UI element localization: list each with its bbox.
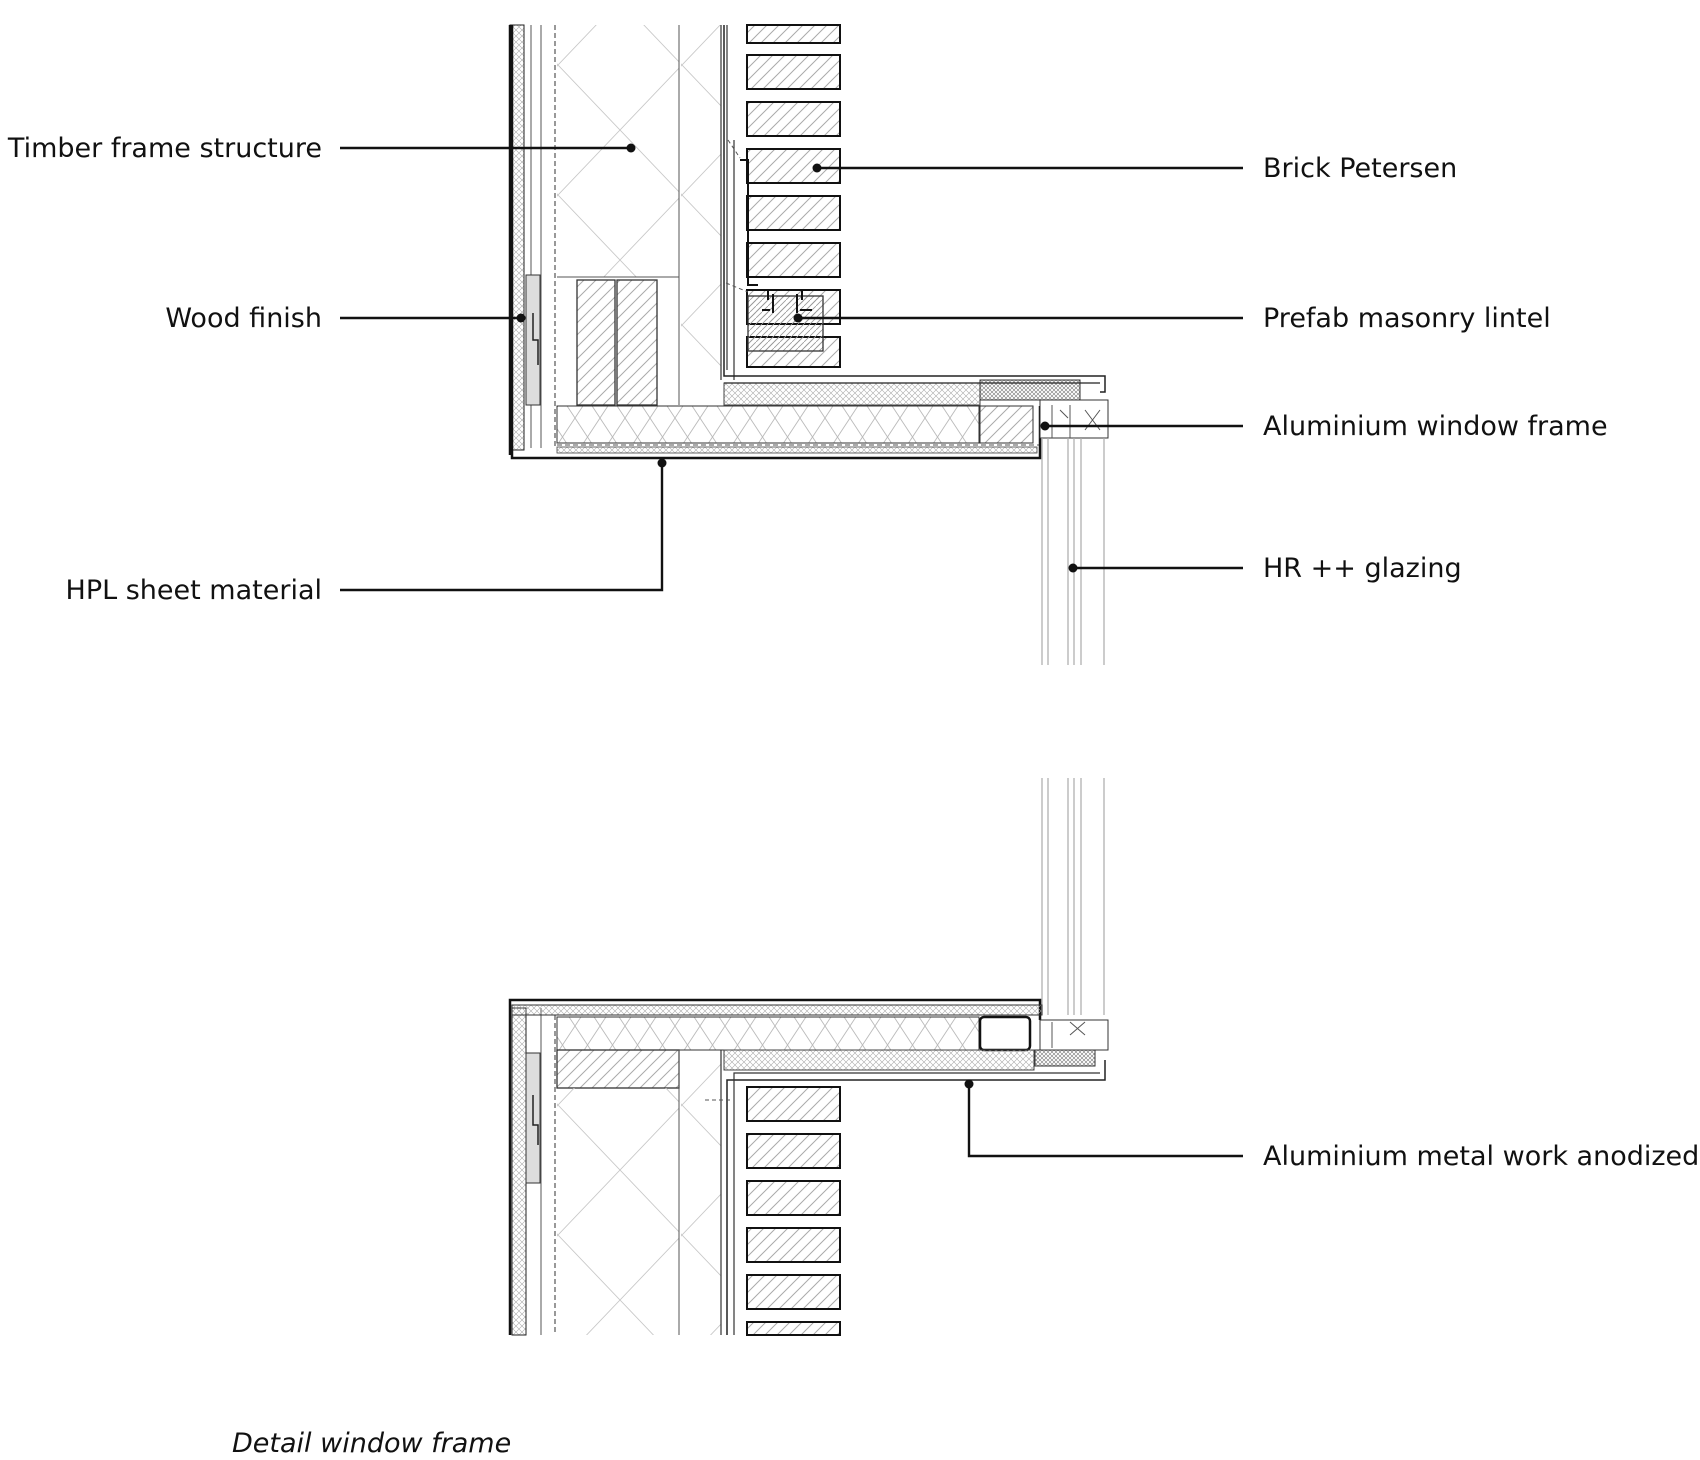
- callout-timber-frame: Timber frame structure: [7, 133, 636, 164]
- brick-courses-bottom: [746, 1086, 841, 1336]
- callout-window-frame: Aluminium window frame: [1040, 411, 1608, 442]
- label-hpl-sheet: HPL sheet material: [66, 575, 322, 606]
- callout-lintel: Prefab masonry lintel: [793, 303, 1551, 334]
- callout-glazing: HR ++ glazing: [1068, 553, 1462, 584]
- callout-metal-work: Aluminium metal work anodized: [964, 1079, 1699, 1172]
- label-window-frame: Aluminium window frame: [1263, 411, 1608, 442]
- label-brick: Brick Petersen: [1263, 153, 1457, 184]
- callout-wood-finish: Wood finish: [165, 303, 526, 334]
- top-section-drawing: [508, 24, 1109, 460]
- label-lintel: Prefab masonry lintel: [1263, 303, 1551, 334]
- callout-brick: Brick Petersen: [812, 153, 1457, 184]
- caption: Detail window frame: [232, 1428, 511, 1459]
- bottom-section-drawing: [508, 998, 1109, 1336]
- label-glazing: HR ++ glazing: [1263, 553, 1462, 584]
- glazing-unit: [1041, 438, 1105, 1015]
- label-wood-finish: Wood finish: [165, 303, 322, 334]
- label-timber-frame: Timber frame structure: [7, 133, 322, 164]
- label-metal-work: Aluminium metal work anodized: [1263, 1141, 1699, 1172]
- callout-hpl-sheet: HPL sheet material: [66, 458, 667, 606]
